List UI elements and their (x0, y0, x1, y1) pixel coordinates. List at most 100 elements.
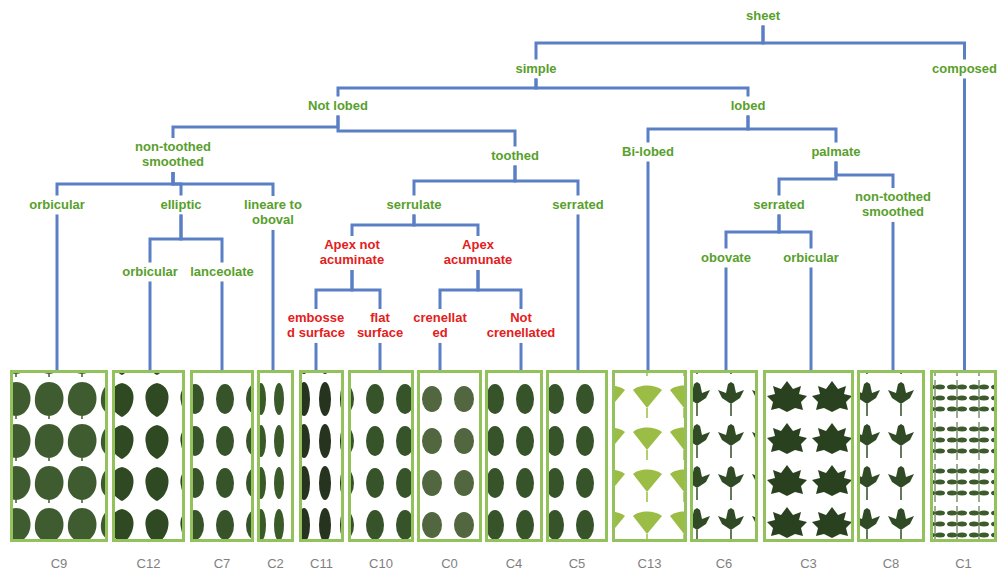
class-label: C10 (341, 556, 421, 571)
tree-branch (379, 343, 382, 370)
criterion-text: Not lobed (308, 99, 368, 114)
leaf-class-panel: C6 (690, 370, 758, 542)
tree-branch (536, 25, 763, 59)
tree-branch (272, 230, 275, 370)
criterion-label: orbicular (781, 250, 841, 267)
criterion-label: toothed (489, 148, 541, 165)
criterion-text: embosse d surface (283, 311, 349, 341)
criterion-label: simple (513, 61, 558, 78)
tree-branch (56, 214, 59, 370)
criterion-text: lobed (731, 99, 766, 114)
tree-branch (810, 267, 813, 370)
tree-branch (725, 267, 728, 370)
tree-branch (57, 172, 173, 196)
tree-branch (173, 172, 273, 196)
criterion-label: orbicular (27, 197, 87, 214)
criterion-text: Bi-lobed (622, 145, 674, 160)
criterion-label: crenellat ed (406, 310, 474, 342)
tree-branch (836, 161, 893, 188)
leaf-class-panel: C1 (930, 370, 997, 542)
tree-branch (149, 281, 152, 370)
leaf-class-panel: C11 (299, 370, 344, 542)
criterion-text: orbicular (122, 265, 178, 280)
tree-branch (779, 161, 836, 195)
criterion-text: lanceolate (190, 265, 254, 280)
criterion-text: composed (932, 62, 997, 77)
tree-branch (352, 214, 414, 236)
tree-branch (221, 281, 224, 370)
tree-branch (577, 214, 580, 370)
criterion-text: non-toothed smoothed (847, 190, 939, 220)
criterion-text: Apex not acuminate (311, 238, 393, 268)
tree-branch (892, 222, 895, 370)
class-label: C13 (605, 556, 694, 571)
tree-branch (338, 78, 536, 96)
leaf-class-panel: C8 (857, 370, 925, 542)
criterion-label: serrated (550, 197, 605, 214)
tree-branch (352, 270, 380, 309)
leaf-class-panel: C7 (190, 370, 254, 542)
leaf-class-panel: C9 (10, 370, 108, 542)
criterion-label: lineare to oboval (234, 197, 312, 229)
class-label: C8 (850, 556, 932, 571)
tree-branch (726, 214, 779, 248)
tree-branch (315, 343, 318, 370)
tree-branch (181, 214, 222, 262)
class-label: C2 (250, 556, 301, 571)
tree-branch (963, 78, 966, 370)
tree-branch (173, 115, 338, 138)
criterion-label: composed (930, 61, 999, 78)
tree-branch (647, 161, 650, 370)
criterion-label: lobed (729, 98, 768, 115)
tree-branch (440, 270, 478, 309)
tree-branch (478, 270, 521, 309)
criterion-label: Not lobed (306, 98, 370, 115)
class-label: C1 (923, 556, 1002, 571)
leaf-class-panel: C12 (112, 370, 185, 542)
criterion-label: Bi-lobed (620, 144, 676, 161)
class-label: C4 (478, 556, 550, 571)
tree-branch (763, 25, 964, 59)
criterion-label: obovate (699, 250, 753, 267)
criterion-label: palmate (809, 144, 862, 161)
criterion-label: Apex acumunate (437, 237, 519, 269)
leaf-class-panel: C13 (612, 370, 687, 542)
class-label: C9 (3, 556, 115, 571)
criterion-text: serrated (552, 198, 603, 213)
leaf-class-panel: C5 (546, 370, 608, 542)
criterion-label: non-toothed smoothed (845, 189, 941, 221)
leaf-class-panel: C4 (485, 370, 543, 542)
criterion-label: lanceolate (188, 264, 256, 281)
class-label: C11 (292, 556, 351, 571)
criterion-text: non-toothed smoothed (127, 140, 219, 170)
criterion-text: orbicular (29, 198, 85, 213)
criterion-text: serrated (753, 198, 804, 213)
tree-branch (779, 214, 811, 248)
criterion-text: toothed (491, 149, 539, 164)
leaf-class-panel: C2 (257, 370, 294, 542)
class-label: C5 (539, 556, 615, 571)
tree-branch (748, 115, 836, 142)
class-label: C6 (683, 556, 765, 571)
class-label: C3 (756, 556, 861, 571)
criterion-text: Apex acumunate (439, 238, 517, 268)
criterion-text: serrulate (387, 198, 442, 213)
tree-branch (536, 78, 748, 96)
tree-branch (338, 115, 515, 146)
criterion-label: embosse d surface (281, 310, 351, 342)
tree-branch (515, 165, 578, 195)
criterion-text: Not crenellated (480, 311, 562, 341)
tree-branch (439, 343, 442, 370)
class-label: C0 (410, 556, 489, 571)
tree-branch (316, 270, 352, 309)
criterion-label: serrulate (385, 197, 444, 214)
criterion-label: flat surface (351, 310, 409, 342)
criterion-label: Not crenellated (478, 310, 564, 342)
criterion-text: crenellat ed (408, 311, 472, 341)
class-label: C12 (105, 556, 192, 571)
leaf-class-panel: C0 (417, 370, 482, 542)
tree-branch (414, 165, 515, 195)
class-label: C7 (183, 556, 261, 571)
criterion-text: lineare to oboval (236, 198, 310, 228)
leaf-class-panel: C10 (348, 370, 414, 542)
